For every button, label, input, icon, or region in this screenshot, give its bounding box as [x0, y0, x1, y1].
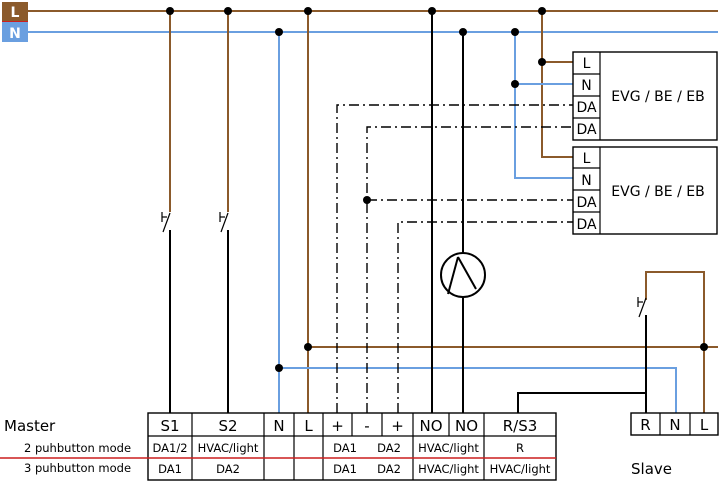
slave-terminal-n: N: [669, 416, 680, 434]
terminal-n: N: [273, 417, 284, 435]
rail-line-label: L: [11, 5, 20, 21]
mode-2-s1: DA1/2: [152, 441, 187, 455]
switch-slave-icon: [637, 297, 647, 318]
terminal-s2: S2: [218, 417, 237, 435]
ballast-2-pin-da2: DA: [576, 217, 597, 233]
terminal-l: L: [304, 417, 313, 435]
mode-2-no: HVAC/light: [418, 441, 479, 455]
mode-3-rs3: HVAC/light: [490, 462, 551, 476]
switch-s1-icon: [161, 212, 171, 233]
mode-2-da1: DA1: [333, 441, 357, 455]
slave-terminal-l: L: [700, 416, 709, 434]
rail-neutral-label: N: [9, 26, 21, 42]
mode-2-da2: DA2: [377, 441, 401, 455]
terminal-no-2: NO: [455, 417, 478, 435]
ballast-1-pin-l: L: [583, 56, 591, 72]
rail-line: L: [2, 2, 718, 21]
mode-3-da1: DA1: [333, 462, 357, 476]
control-wires: [169, 11, 647, 413]
ballast-2-pin-da1: DA: [576, 195, 597, 211]
ballast-1-pin-da1: DA: [576, 100, 597, 116]
terminal-no-1: NO: [419, 417, 442, 435]
mode-2-rs3: R: [516, 441, 524, 455]
switch-s2-icon: [219, 212, 229, 233]
ballast-2-pin-n: N: [581, 173, 591, 189]
mode-3-s2: DA2: [216, 462, 240, 476]
ballast-2-title: EVG / BE / EB: [611, 184, 704, 200]
ballast-1-title: EVG / BE / EB: [611, 89, 704, 105]
mode-2-label: 2 puhbutton mode: [24, 441, 131, 455]
terminal-rs3: R/S3: [503, 417, 538, 435]
slave-terminal-frame: [630, 412, 719, 436]
mode-3-no: HVAC/light: [418, 462, 479, 476]
lamp-icon: [440, 252, 486, 298]
ballast-2-pin-l: L: [583, 151, 591, 167]
dali-wires: [336, 104, 573, 413]
slave-terminal-r: R: [640, 416, 650, 434]
live-wires: [169, 11, 718, 413]
junction-dots: [166, 7, 708, 372]
ballast-1: L N DA DA EVG / BE / EB: [572, 51, 718, 141]
rail-neutral-badge: [2, 22, 28, 42]
mode-2-s2: HVAC/light: [198, 441, 259, 455]
mode-3-s1: DA1: [158, 462, 182, 476]
master-title: Master: [4, 417, 56, 435]
slave-title: Slave: [631, 460, 672, 478]
ballast-2: L N DA DA EVG / BE / EB: [572, 146, 718, 235]
ballast-1-pin-n: N: [581, 78, 591, 94]
rail-neutral: N: [2, 22, 718, 42]
mode-3-da2: DA2: [377, 462, 401, 476]
terminal-da1-plus: +: [331, 417, 344, 435]
terminal-da-minus: -: [364, 417, 369, 435]
mode-3-label: 3 puhbutton mode: [24, 461, 131, 475]
terminal-s1: S1: [160, 417, 179, 435]
rail-line-badge: [2, 2, 28, 21]
slave-block: R N L Slave: [630, 412, 719, 478]
ballast-1-pin-da2: DA: [576, 122, 597, 138]
master-block: Master S1 S2 N L + - + NO NO R/S3 2 puhb…: [0, 412, 557, 481]
terminal-da2-plus: +: [391, 417, 404, 435]
